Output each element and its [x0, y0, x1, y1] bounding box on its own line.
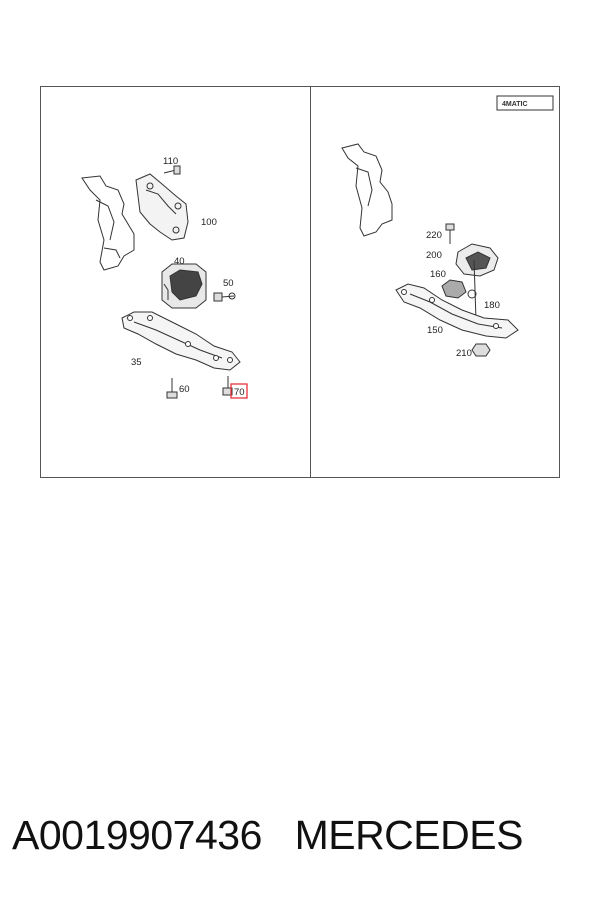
caption-spacer — [262, 812, 295, 859]
bolt-110[interactable] — [163, 165, 181, 175]
washer-180[interactable] — [467, 259, 477, 321]
label-220: 220 — [426, 230, 442, 241]
bolt-220[interactable] — [445, 223, 455, 244]
transmission-mount-200[interactable] — [455, 243, 499, 277]
nut-210[interactable] — [471, 343, 491, 357]
4matic-badge: 4MATIC — [496, 95, 554, 111]
label-35: 35 — [131, 357, 142, 368]
product-caption: A0019907436 MERCEDES — [12, 800, 592, 870]
label-100: 100 — [201, 217, 217, 228]
transmission-mount-40[interactable] — [161, 263, 207, 309]
brand-name: MERCEDES — [294, 811, 524, 858]
label-150: 150 — [427, 325, 443, 336]
bolt-70[interactable] — [222, 376, 233, 396]
label-50: 50 — [223, 278, 234, 289]
label-180: 180 — [484, 300, 500, 311]
label-40: 40 — [174, 256, 185, 267]
diagram-frame — [40, 86, 560, 478]
transmission-housing-left — [81, 175, 135, 271]
crossmember-35[interactable] — [121, 311, 241, 371]
panel-divider — [310, 86, 311, 478]
label-200: 200 — [426, 250, 442, 261]
bolt-50[interactable] — [213, 292, 236, 302]
label-110: 110 — [163, 156, 178, 167]
label-160: 160 — [430, 269, 446, 280]
part-number: A0019907436 — [12, 811, 262, 858]
label-60: 60 — [179, 384, 190, 395]
label-70: 70 — [234, 387, 245, 398]
transmission-housing-right — [341, 143, 393, 237]
crossmember-150[interactable] — [395, 283, 519, 339]
label-210: 210 — [456, 348, 472, 359]
bolt-60[interactable] — [166, 378, 178, 399]
engine-mount-bracket[interactable] — [135, 173, 189, 241]
rubber-buffer-160[interactable] — [441, 279, 467, 299]
highlight-box-70 — [230, 383, 248, 399]
badge-text: 4MATIC — [502, 101, 528, 108]
